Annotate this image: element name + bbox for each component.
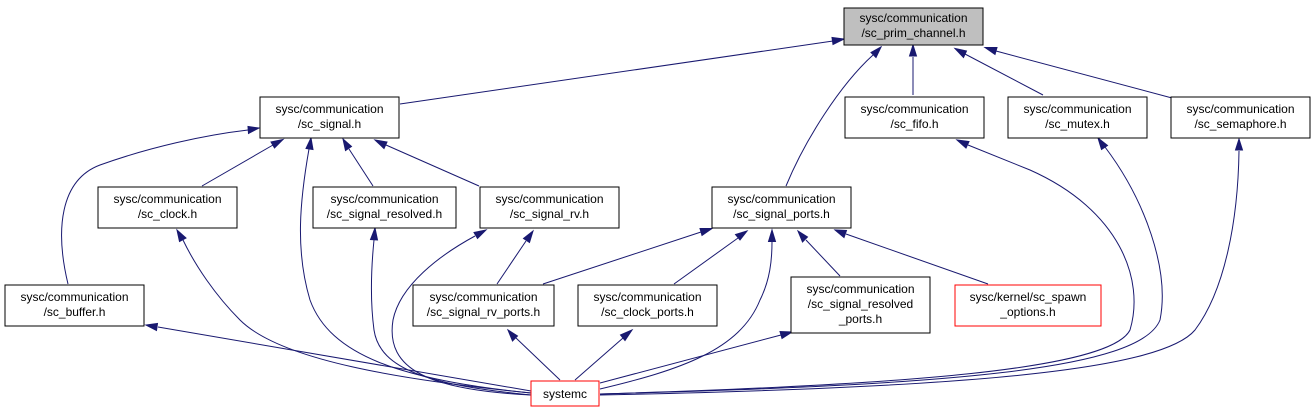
edge-signal-rv-ports-to-signal-ports (542, 228, 714, 285)
node-label-line2: /sc_prim_channel.h (861, 26, 965, 40)
edge-signal-rv-to-signal (373, 139, 480, 187)
node-label-line1: sysc/communication (275, 102, 383, 116)
edge-signal-resolved-ports-to-signal-ports (796, 229, 841, 277)
node-label-line1: sysc/communication (1023, 102, 1131, 116)
node-label-line2: /sc_signal_rv.h (510, 207, 589, 221)
edge-clock-ports-to-signal-ports (673, 230, 749, 285)
node-label-line2: /sc_signal_resolved (808, 297, 913, 311)
node-sc-signal-ports[interactable]: sysc/communication /sc_signal_ports.h (711, 186, 852, 229)
node-sc-clock-ports[interactable]: sysc/communication /sc_clock_ports.h (577, 284, 718, 327)
node-label-line1: sysc/communication (727, 192, 835, 206)
node-sc-signal-resolved-ports[interactable]: sysc/communication /sc_signal_resolved _… (790, 276, 931, 334)
node-label-line1: systemc (543, 387, 587, 401)
node-label-line1: sysc/communication (429, 290, 537, 304)
edge-signal-ports-to-prim-channel (785, 45, 883, 187)
node-systemc[interactable]: systemc (530, 380, 600, 407)
node-label-line2: /sc_mutex.h (1045, 117, 1110, 131)
node-sc-prim-channel[interactable]: sysc/communication /sc_prim_channel.h (843, 7, 984, 46)
edge-systemc-to-signal-rv (391, 229, 532, 396)
node-label-line2: /sc_clock_ports.h (601, 305, 694, 319)
edge-systemc-to-signal-resolved (369, 226, 532, 396)
node-sc-signal-rv[interactable]: sysc/communication /sc_signal_rv.h (479, 186, 620, 229)
node-label-line1: sysc/communication (806, 282, 914, 296)
edge-fifo-to-prim-channel (908, 43, 918, 95)
node-label-line1: sysc/communication (495, 192, 603, 206)
node-sc-fifo[interactable]: sysc/communication /sc_fifo.h (844, 96, 985, 139)
edge-signal-to-prim-channel (399, 36, 846, 105)
edge-systemc-to-clock-ports (574, 328, 634, 381)
edge-signal-rv-ports-to-signal-rv (496, 229, 534, 285)
edge-systemc-to-mutex (599, 136, 1163, 395)
node-label-line3: _ports.h (838, 312, 882, 326)
node-sc-spawn-options[interactable]: sysc/kernel/sc_spawn _options.h (954, 284, 1102, 327)
node-label-line2: /sc_semaphore.h (1194, 117, 1286, 131)
node-label-line1: sysc/kernel/sc_spawn (970, 290, 1087, 304)
node-label-line2: /sc_signal_rv_ports.h (427, 305, 540, 319)
edge-buffer-to-signal (61, 125, 261, 285)
node-label-line1: sysc/communication (20, 290, 128, 304)
edge-systemc-to-signal-ports (599, 228, 777, 390)
node-label-line1: sysc/communication (593, 290, 701, 304)
node-label-line1: sysc/communication (859, 11, 967, 25)
edge-systemc-to-signal (299, 136, 532, 394)
edge-semaphore-to-prim-channel (983, 47, 1173, 99)
node-sc-mutex[interactable]: sysc/communication /sc_mutex.h (1007, 96, 1148, 139)
edge-systemc-to-signal-rv-ports (506, 328, 561, 381)
edge-systemc-to-buffer (144, 322, 532, 392)
node-label-line2: /sc_signal_resolved.h (327, 207, 442, 221)
node-sc-signal-rv-ports[interactable]: sysc/communication /sc_signal_rv_ports.h (412, 284, 555, 327)
node-sc-buffer[interactable]: sysc/communication /sc_buffer.h (4, 284, 145, 327)
node-label-line2: /sc_fifo.h (890, 117, 938, 131)
edge-systemc-to-semaphore (599, 137, 1244, 396)
node-sc-clock[interactable]: sysc/communication /sc_clock.h (97, 186, 238, 229)
node-label-line2: /sc_clock.h (138, 207, 197, 221)
node-label-line2: /sc_buffer.h (44, 305, 106, 319)
node-label-line2: /sc_signal.h (298, 117, 361, 131)
edge-clock-to-signal (201, 138, 285, 187)
edge-systemc-to-signal-resolved-ports (599, 330, 794, 384)
node-label-line1: sysc/communication (330, 192, 438, 206)
edge-systemc-to-fifo (599, 139, 1135, 395)
edge-signal-resolved-to-signal (342, 137, 374, 187)
node-sc-signal[interactable]: sysc/communication /sc_signal.h (259, 96, 400, 139)
node-label-line1: sysc/communication (1186, 102, 1294, 116)
edge-mutex-to-prim-channel (953, 47, 1044, 96)
node-sc-semaphore[interactable]: sysc/communication /sc_semaphore.h (1170, 96, 1311, 139)
node-sc-signal-resolved[interactable]: sysc/communication /sc_signal_resolved.h (312, 186, 457, 229)
node-label-line1: sysc/communication (113, 192, 221, 206)
node-label-line1: sysc/communication (860, 102, 968, 116)
node-label-line2: /sc_signal_ports.h (733, 207, 830, 221)
node-label-line2: _options.h (999, 305, 1055, 319)
edge-spawn-options-to-signal-ports (833, 229, 989, 285)
